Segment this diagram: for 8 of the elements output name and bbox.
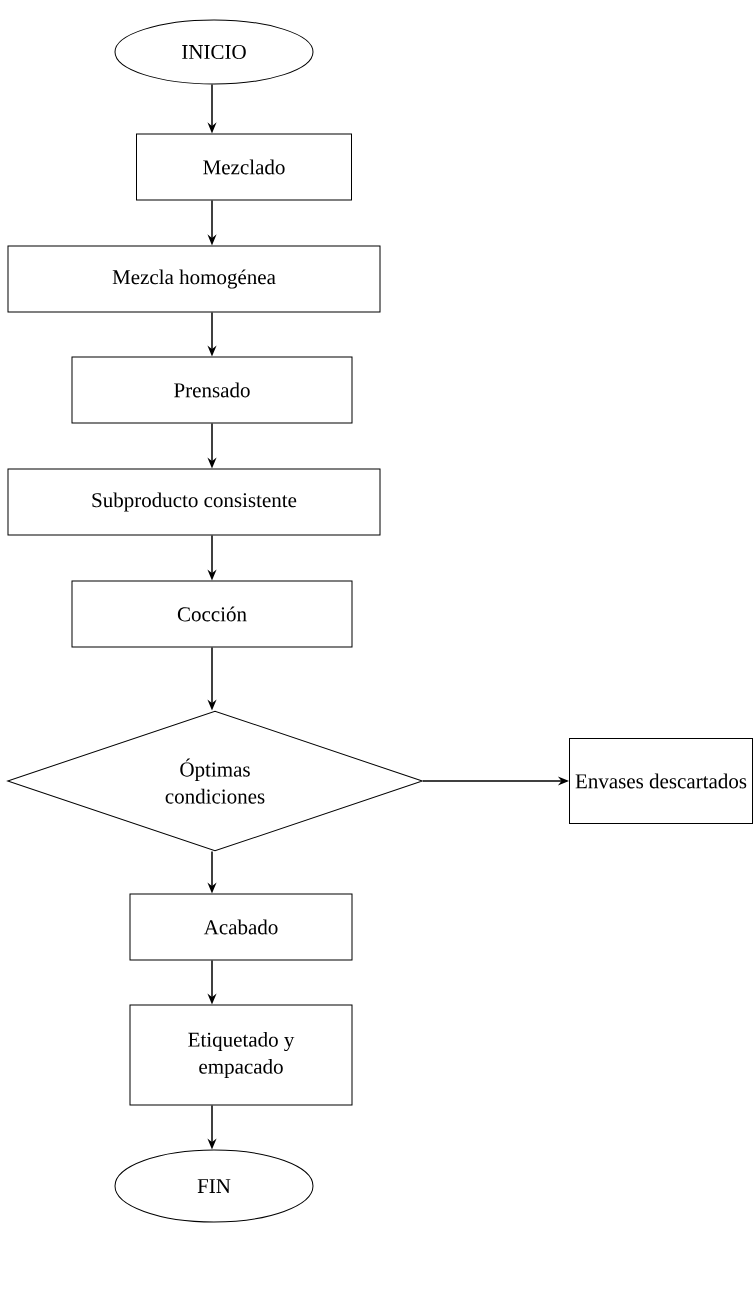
process-box: Cocción xyxy=(71,580,353,648)
process-box: Etiquetado y empacado xyxy=(129,1004,353,1106)
process-box: Mezclado xyxy=(136,133,352,201)
process-box: Acabado xyxy=(129,893,353,961)
process-box: Envases descartados xyxy=(569,738,753,824)
process-box: Subproducto consistente xyxy=(7,468,381,536)
process-box: Prensado xyxy=(71,356,353,424)
process-box: Mezcla homogénea xyxy=(7,245,381,313)
